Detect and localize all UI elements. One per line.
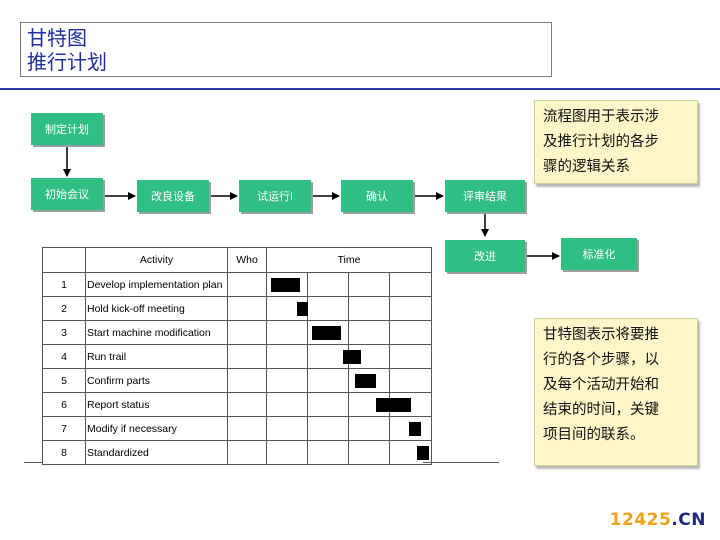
row-number: 4 bbox=[42, 344, 86, 369]
row-who bbox=[227, 416, 267, 441]
row-time-cell bbox=[348, 320, 390, 345]
gantt-note-line: 项目间的联系。 bbox=[543, 427, 645, 443]
gantt-note-line: 及每个活动开始和 bbox=[543, 377, 659, 393]
node-improve-equipment: 改良设备 bbox=[137, 180, 209, 212]
row-who bbox=[227, 392, 267, 417]
row-activity: Standardized bbox=[85, 440, 228, 465]
row-time-cell bbox=[389, 320, 432, 345]
gantt-bar bbox=[375, 397, 411, 412]
row-time-cell bbox=[266, 368, 308, 393]
title-box: 甘特图 推行计划 bbox=[20, 22, 552, 77]
watermark-suffix: .CN bbox=[671, 510, 706, 530]
node-plan: 制定计划 bbox=[31, 113, 103, 145]
node-review: 评审结果 bbox=[445, 180, 525, 212]
row-who bbox=[227, 272, 267, 297]
row-time-cell bbox=[307, 272, 349, 297]
row-who bbox=[227, 296, 267, 321]
row-who bbox=[227, 344, 267, 369]
row-activity: Modify if necessary bbox=[85, 416, 228, 441]
row-number: 7 bbox=[42, 416, 86, 441]
row-time-cell bbox=[266, 392, 308, 417]
gantt-bar bbox=[355, 373, 376, 388]
gantt-bar bbox=[311, 325, 341, 340]
row-time-cell bbox=[266, 440, 308, 465]
baseline-right bbox=[423, 462, 499, 463]
row-who bbox=[227, 320, 267, 345]
row-time-cell bbox=[307, 368, 349, 393]
flowchart-note-line: 流程图用于表示涉 bbox=[543, 109, 659, 125]
row-number: 2 bbox=[42, 296, 86, 321]
row-time-cell bbox=[389, 344, 432, 369]
row-time-cell bbox=[389, 368, 432, 393]
gantt-note: 甘特图表示将要推 行的各个步骤，以 及每个活动开始和 结束的时间，关键 项目间的… bbox=[534, 318, 698, 466]
gantt-bar bbox=[297, 301, 308, 316]
flowchart-note: 流程图用于表示涉 及推行计划的各步 骤的逻辑关系 bbox=[534, 100, 698, 184]
node-trial-run: 试运行l bbox=[239, 180, 311, 212]
gantt-bar bbox=[417, 445, 430, 460]
row-time-cell bbox=[307, 296, 349, 321]
row-number: 3 bbox=[42, 320, 86, 345]
row-activity: Hold kick-off meeting bbox=[85, 296, 228, 321]
header-activity: Activity bbox=[85, 247, 228, 273]
node-confirm: 确认 bbox=[341, 180, 413, 212]
node-improve: 改进 bbox=[445, 240, 525, 272]
row-time-cell bbox=[266, 344, 308, 369]
header-num bbox=[42, 247, 86, 273]
row-time-cell bbox=[389, 296, 432, 321]
gantt-bar bbox=[270, 277, 300, 292]
gantt-header-row: Activity Who Time bbox=[42, 247, 432, 273]
row-time-cell bbox=[348, 440, 390, 465]
row-activity: Run trail bbox=[85, 344, 228, 369]
watermark-number: 12425 bbox=[609, 510, 672, 530]
row-time-cell bbox=[307, 416, 349, 441]
row-time-cell bbox=[307, 440, 349, 465]
row-time-cell bbox=[348, 296, 390, 321]
row-who bbox=[227, 440, 267, 465]
gantt-bar bbox=[342, 349, 362, 364]
row-activity: Confirm parts bbox=[85, 368, 228, 393]
node-standardize: 标准化 bbox=[561, 238, 637, 270]
flowchart-note-line: 及推行计划的各步 bbox=[543, 134, 659, 150]
row-number: 6 bbox=[42, 392, 86, 417]
gantt-note-line: 行的各个步骤，以 bbox=[543, 352, 659, 368]
gantt-bar bbox=[408, 421, 422, 436]
row-activity: Start machine modification bbox=[85, 320, 228, 345]
gantt-note-line: 甘特图表示将要推 bbox=[543, 327, 659, 343]
header-time: Time bbox=[266, 247, 432, 273]
gantt-note-line: 结束的时间，关键 bbox=[543, 402, 659, 418]
watermark: 12425.CN bbox=[610, 510, 706, 530]
node-kickoff: 初始会议 bbox=[31, 178, 103, 210]
row-activity: Report status bbox=[85, 392, 228, 417]
row-number: 8 bbox=[42, 440, 86, 465]
row-number: 1 bbox=[42, 272, 86, 297]
row-time-cell bbox=[348, 416, 390, 441]
row-time-cell bbox=[266, 416, 308, 441]
header-who: Who bbox=[227, 247, 267, 273]
title-divider bbox=[0, 88, 720, 90]
row-activity: Develop implementation plan bbox=[85, 272, 228, 297]
title-line-1: 甘特图 bbox=[27, 26, 87, 50]
row-number: 5 bbox=[42, 368, 86, 393]
baseline-left bbox=[24, 462, 42, 463]
row-time-cell bbox=[348, 272, 390, 297]
row-who bbox=[227, 368, 267, 393]
row-time-cell bbox=[307, 392, 349, 417]
title-line-2: 推行计划 bbox=[27, 50, 107, 74]
row-time-cell bbox=[266, 320, 308, 345]
row-time-cell bbox=[389, 272, 432, 297]
flowchart-note-line: 骤的逻辑关系 bbox=[543, 159, 630, 175]
